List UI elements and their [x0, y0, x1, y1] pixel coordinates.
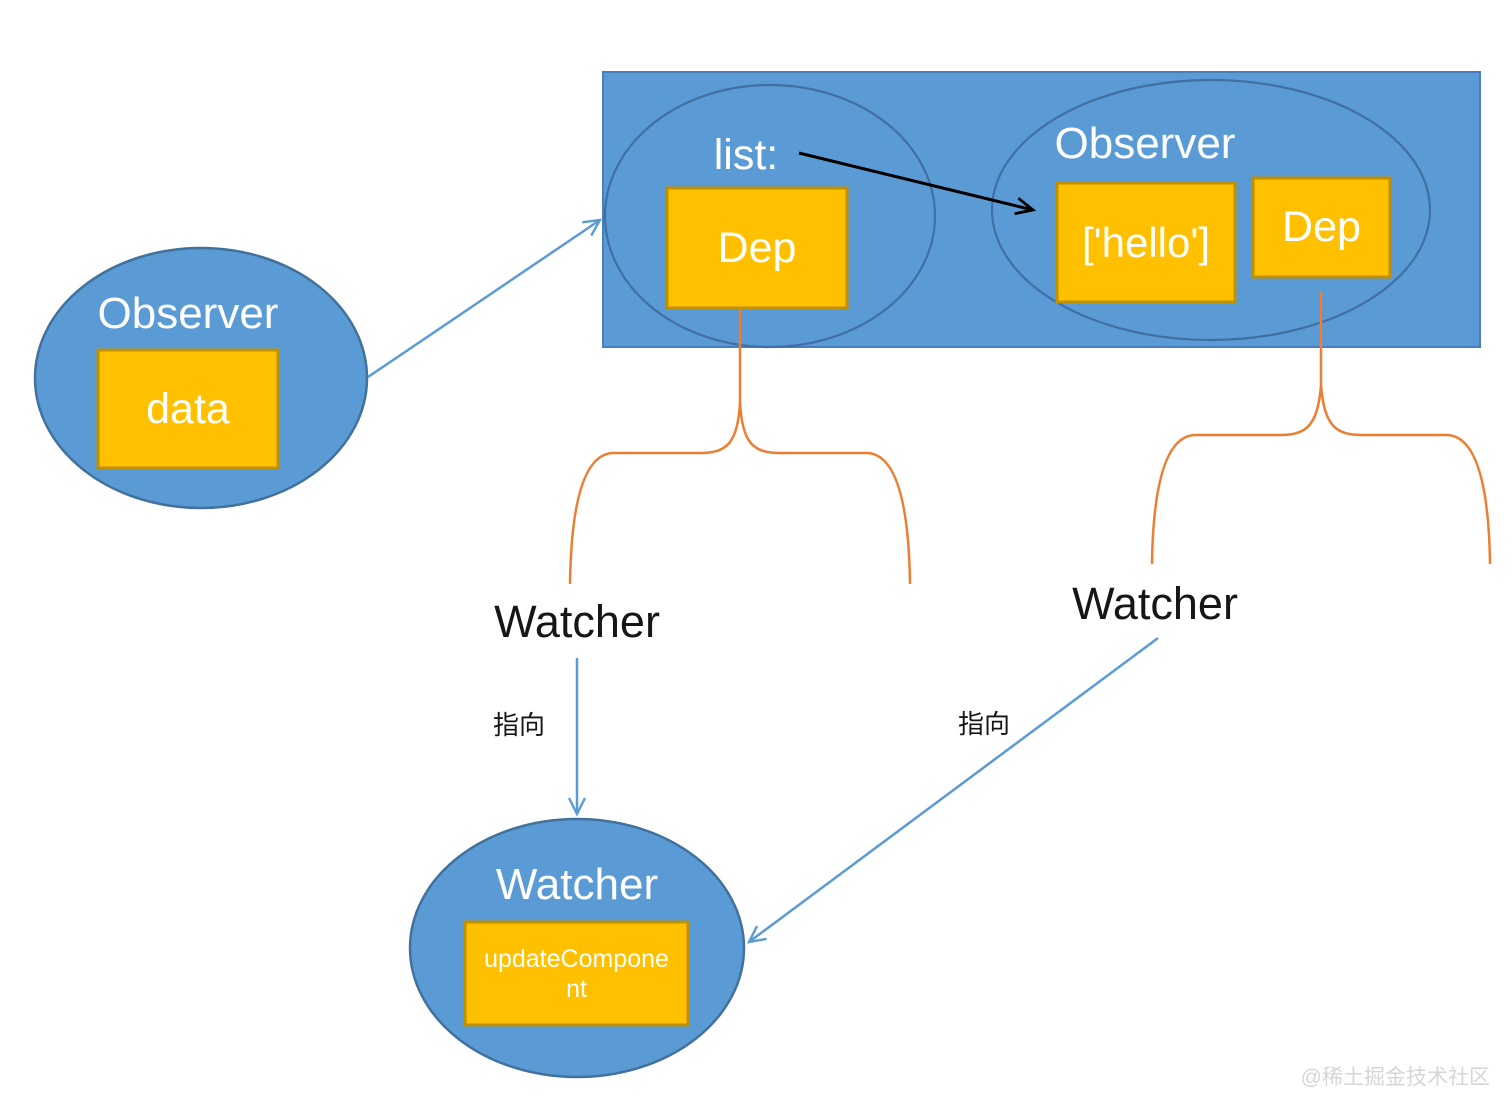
data-box [96, 348, 280, 470]
arrow-list-to-observer [798, 151, 1037, 216]
list-dep-box [665, 186, 849, 310]
nested-observer-ellipse [990, 78, 1432, 342]
update-component-box [463, 920, 690, 1027]
arrow-observer-to-container [367, 218, 603, 379]
watermark: @稀土掘金技术社区 [1300, 1066, 1490, 1089]
observer-dep-box [1251, 176, 1392, 279]
hello-value-box [1055, 181, 1237, 304]
brace-left [568, 401, 912, 585]
arrow-watcher-right-down [746, 636, 1159, 944]
list-dep-ellipse [603, 83, 937, 349]
brace-right [1150, 384, 1492, 565]
